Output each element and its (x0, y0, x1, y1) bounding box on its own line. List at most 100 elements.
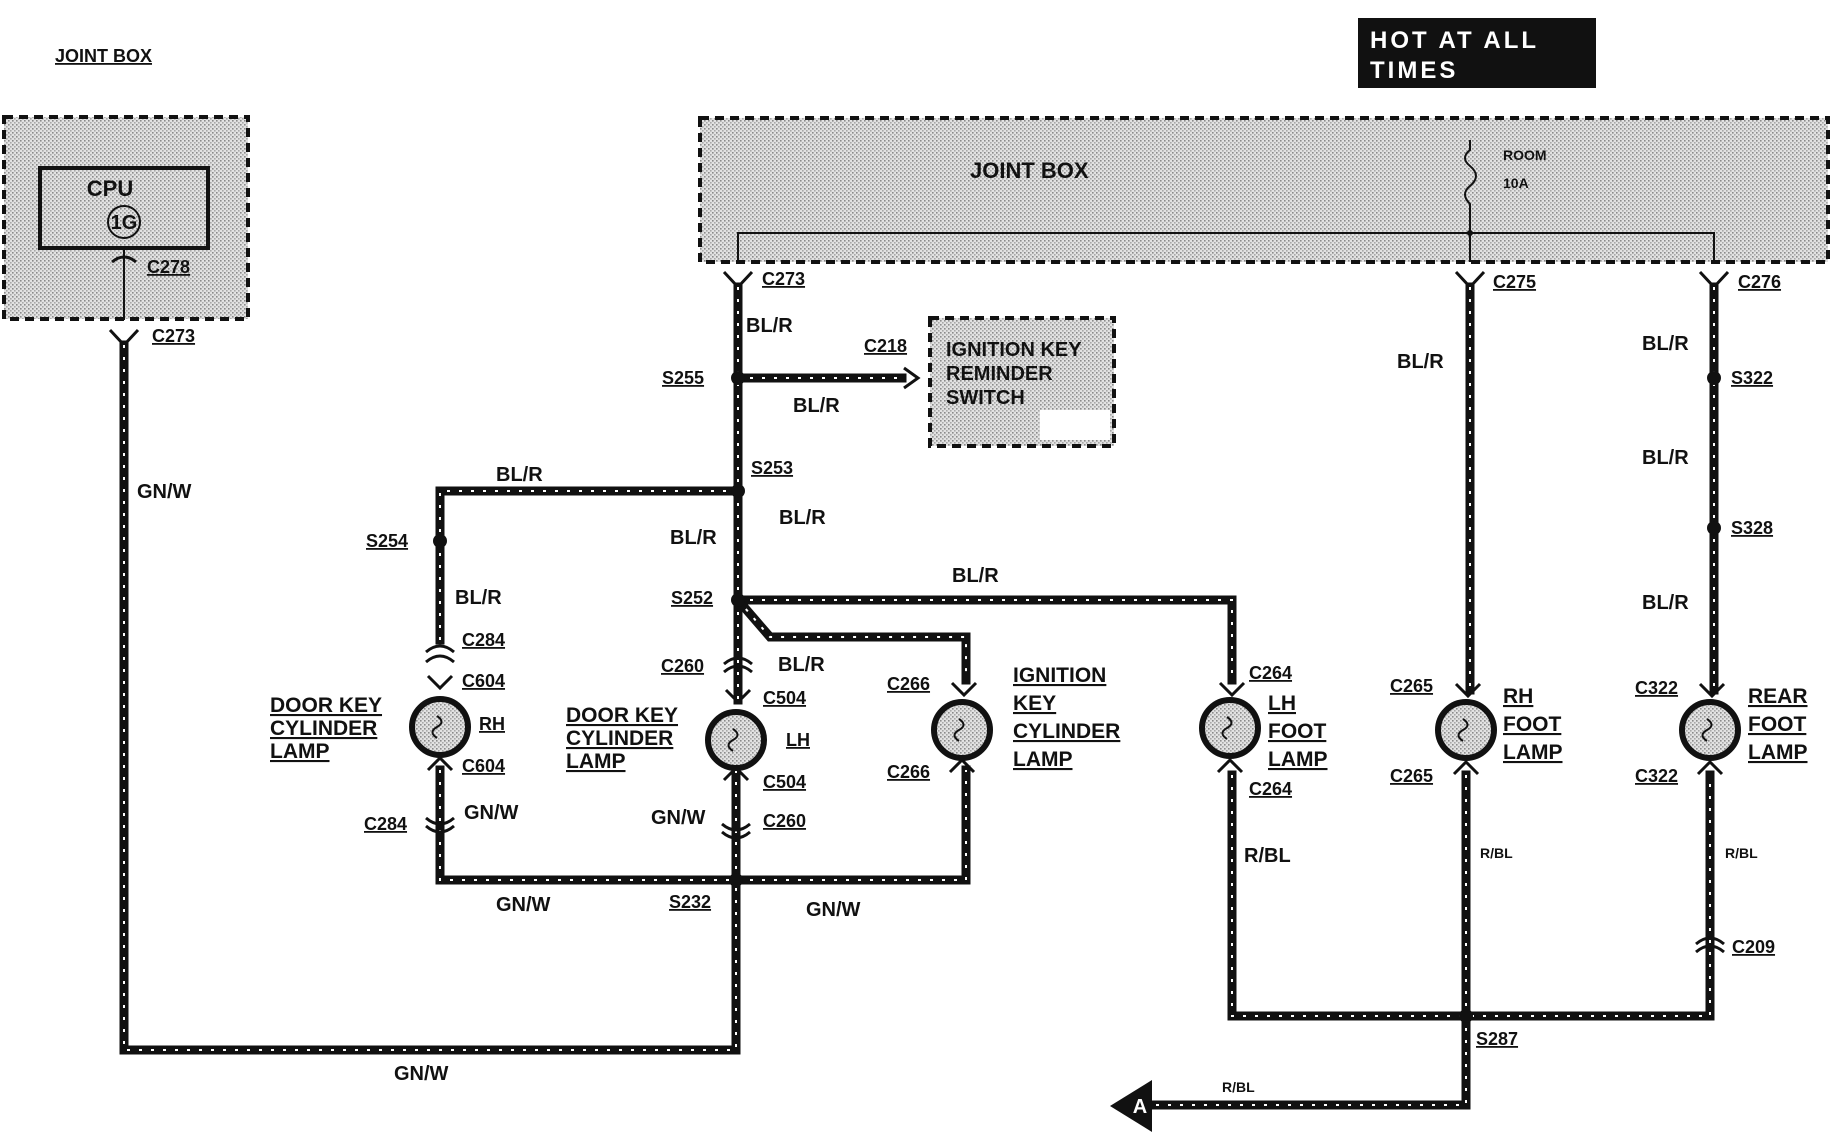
lamp-rhfoot-c-bot: C265 (1390, 766, 1433, 786)
wires (119, 282, 1719, 1110)
switch-line1: IGNITION KEY (946, 339, 1082, 361)
lamp-lhfoot-line1: LH (1268, 692, 1296, 715)
lamp-rear-line3: LAMP (1748, 741, 1808, 764)
wire-label-blr-switch: BL/R (793, 395, 840, 417)
splice-s322 (1707, 371, 1721, 385)
splice-s253 (731, 484, 745, 498)
wire-label-gnw-bus-left: GN/W (496, 894, 551, 916)
offpage-letter: A (1133, 1096, 1147, 1118)
wire-label-rbl-rear-foot: R/BL (1725, 845, 1758, 861)
hot-label-line1: HOT AT ALL (1370, 27, 1539, 54)
splice-s328-label: S328 (1731, 518, 1773, 538)
lamp-rhfoot-line1: RH (1503, 685, 1533, 708)
left-joint-box: JOINT BOX CPU 1G C278 C273 (2, 46, 250, 348)
lamp-lh-side: LH (786, 730, 810, 750)
lamp-ign-bulb (931, 699, 993, 761)
lamp-rh-c-bot: C284 (364, 814, 407, 834)
lamp-rh-c-in-top: C604 (462, 671, 505, 691)
lamp-lh-line2: CYLINDER (566, 727, 673, 750)
cpu-pin-label: 1G (111, 212, 138, 234)
wire-label-blr-s254: BL/R (455, 587, 502, 609)
hot-label-line2: TIMES (1370, 57, 1458, 84)
splice-s328 (1707, 521, 1721, 535)
offpage-connector-a: A (1110, 1080, 1152, 1132)
fuse-room-10a (1464, 140, 1477, 233)
splice-s322-label: S322 (1731, 368, 1773, 388)
wire-label-rbl-offpage: R/BL (1222, 1079, 1255, 1095)
lamp-rear-c-top: C322 (1635, 678, 1678, 698)
lamp-ign-line4: LAMP (1013, 748, 1073, 771)
connector-c273-right: C273 (762, 269, 805, 289)
connector-c275: C275 (1493, 272, 1536, 292)
lamp-rh-line2: CYLINDER (270, 717, 377, 740)
lamp-lh-c-bot: C260 (763, 811, 806, 831)
lamp-rh-c-top: C284 (462, 630, 505, 650)
wire-label-blr-right: BL/R (779, 507, 826, 529)
rear-foot-lamp: C322 C322 REAR FOOT LAMP C209 (1635, 678, 1808, 957)
wire-label-gnw-rh: GN/W (464, 802, 519, 824)
lamp-lh-line3: LAMP (566, 750, 626, 773)
lamp-lhfoot-c-bot: C264 (1249, 779, 1292, 799)
splice-s232-label: S232 (669, 892, 711, 912)
splice-s254 (433, 534, 447, 548)
lamp-lhfoot-bulb (1199, 697, 1261, 759)
right-joint-box: JOINT BOX ROOM 10A C273 C275 C276 (698, 116, 1830, 292)
lamp-lh-bulb (705, 709, 767, 771)
splice-s252 (731, 593, 745, 607)
splice-s287-label: S287 (1476, 1029, 1518, 1049)
lamp-rear-line2: FOOT (1748, 713, 1806, 736)
wire-label-blr-left: BL/R (670, 527, 717, 549)
switch-line2: REMINDER (946, 363, 1053, 385)
lamp-rear-c-bot: C322 (1635, 766, 1678, 786)
lamp-ign-line2: KEY (1013, 692, 1056, 715)
ignition-key-cylinder-lamp: C266 C266 IGNITION KEY CYLINDER LAMP (887, 664, 1120, 782)
lamp-ign-c-bot: C266 (887, 762, 930, 782)
lamp-rhfoot-bulb (1435, 699, 1497, 761)
lamp-ign-line3: CYLINDER (1013, 720, 1120, 743)
lamp-rhfoot-c-top: C265 (1390, 676, 1433, 696)
lamp-lhfoot-c-top: C264 (1249, 663, 1292, 683)
wire-label-blr-trunk: BL/R (746, 315, 793, 337)
connector-c278: C278 (147, 257, 190, 277)
wire-label-blr-ignition: BL/R (778, 654, 825, 676)
wire-label-gnw-lh: GN/W (651, 807, 706, 829)
lamp-lh-c-in-bot: C504 (763, 772, 806, 792)
wire-label-blr-s253: BL/R (496, 464, 543, 486)
connector-c209: C209 (1732, 937, 1775, 957)
splice-s255 (731, 371, 745, 385)
lamp-rhfoot-line3: LAMP (1503, 741, 1563, 764)
wire-label-rbl-rh-foot: R/BL (1480, 845, 1513, 861)
splice-s252-label: S252 (671, 588, 713, 608)
wire-label-rbl-lh-foot: R/BL (1244, 845, 1291, 867)
lamp-rear-line1: REAR (1748, 685, 1808, 708)
connector-c276: C276 (1738, 272, 1781, 292)
lamp-lhfoot-line3: LAMP (1268, 748, 1328, 771)
splice-s232 (729, 873, 743, 887)
fuse-rating: 10A (1503, 175, 1529, 191)
left-joint-box-title: JOINT BOX (55, 46, 152, 66)
wire-label-gnw-left: GN/W (137, 481, 192, 503)
splice-s255-label: S255 (662, 368, 704, 388)
connector-c218: C218 (864, 336, 907, 356)
wire-label-blr-s328: BL/R (1642, 592, 1689, 614)
lamp-ign-line1: IGNITION (1013, 664, 1106, 687)
ignition-key-reminder-switch: C218 IGNITION KEY REMINDER SWITCH (864, 316, 1116, 448)
splice-s287 (1459, 1009, 1473, 1023)
rh-foot-lamp: C265 C265 RH FOOT LAMP (1390, 676, 1563, 786)
door-key-cylinder-lamp-lh: C260 C504 C504 C260 LH DOOR KEY CYLINDER… (566, 656, 810, 840)
splice-s254-label: S254 (366, 531, 408, 551)
lamp-lh-c-in-top: C504 (763, 688, 806, 708)
connector-c273-left: C273 (152, 326, 195, 346)
lamp-rh-bulb (409, 696, 471, 758)
lamp-rh-line3: LAMP (270, 740, 330, 763)
hot-at-all-times-badge: HOT AT ALL TIMES (1358, 18, 1596, 88)
lamp-ign-c-top: C266 (887, 674, 930, 694)
lh-foot-lamp: C264 C264 LH FOOT LAMP (1199, 663, 1328, 799)
fuse-name: ROOM (1503, 147, 1547, 163)
switch-line3: SWITCH (946, 387, 1025, 409)
lamp-lh-line1: DOOR KEY (566, 704, 678, 727)
right-joint-box-title: JOINT BOX (970, 158, 1089, 183)
wire-label-blr-c275: BL/R (1397, 351, 1444, 373)
lamp-rhfoot-line2: FOOT (1503, 713, 1561, 736)
